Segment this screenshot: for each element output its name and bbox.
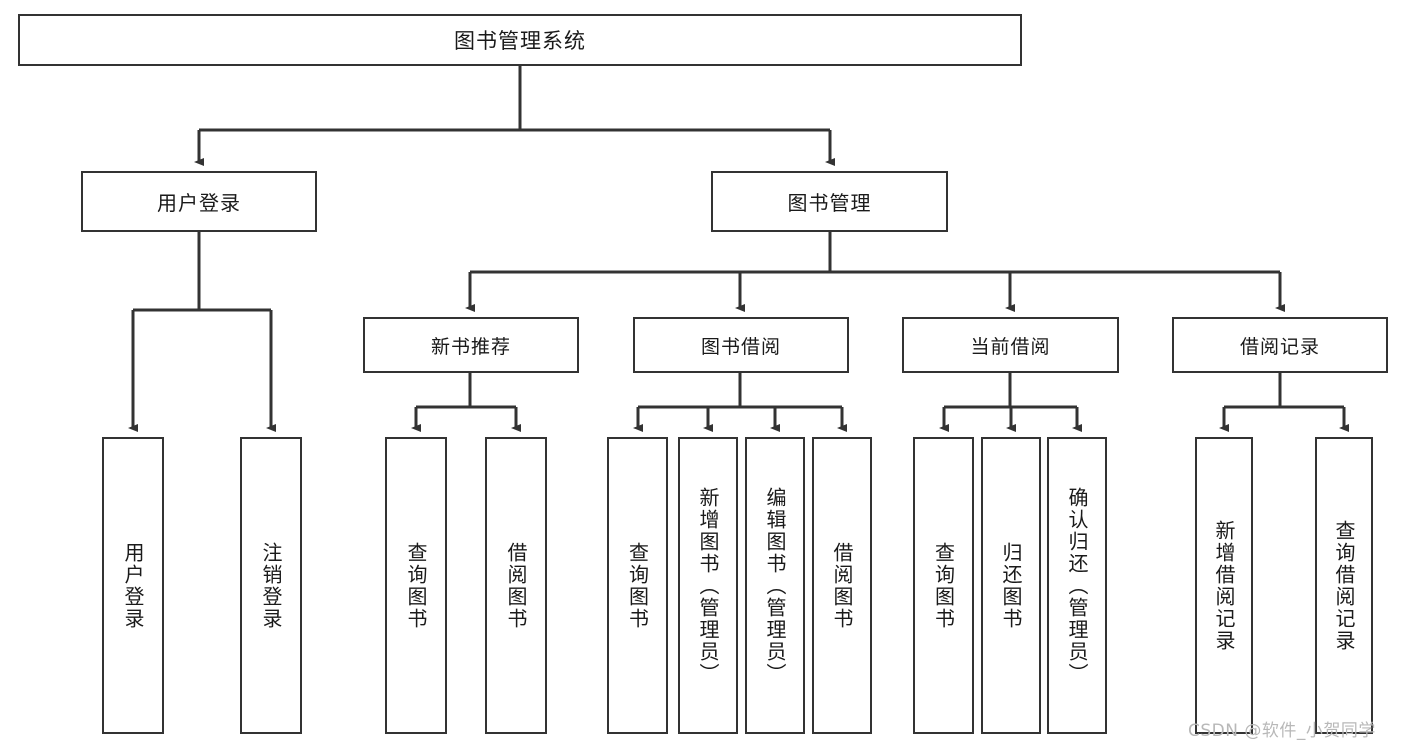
leaf-borrow-book-label: 借阅图书 (830, 541, 854, 630)
leaf-confirm-return-admin[interactable]: 确认归还（管理员） (1047, 437, 1107, 734)
leaf-query-book-current[interactable]: 查询图书 (913, 437, 974, 734)
leaf-query-book-borrow-label: 查询图书 (625, 541, 650, 630)
node-new-book-recommend[interactable]: 新书推荐 (363, 317, 579, 373)
node-book-management-label: 图书管理 (787, 191, 872, 215)
node-borrow-record[interactable]: 借阅记录 (1172, 317, 1388, 373)
leaf-borrow-book[interactable]: 借阅图书 (812, 437, 872, 734)
node-root[interactable]: 图书管理系统 (18, 14, 1022, 66)
node-new-book-recommend-label: 新书推荐 (430, 335, 511, 358)
node-book-borrow[interactable]: 图书借阅 (633, 317, 849, 373)
node-book-borrow-label: 图书借阅 (700, 335, 781, 358)
leaf-edit-book-admin[interactable]: 编辑图书（管理员） (745, 437, 805, 734)
leaf-logout-label: 注销登录 (259, 541, 283, 630)
leaf-query-book-recommend[interactable]: 查询图书 (385, 437, 447, 734)
leaf-query-borrow-record[interactable]: 查询借阅记录 (1315, 437, 1373, 734)
leaf-borrow-book-recommend-label: 借阅图书 (504, 541, 528, 630)
leaf-return-book-label: 归还图书 (999, 541, 1023, 630)
leaf-edit-book-admin-label: 编辑图书（管理员） (763, 486, 787, 685)
csdn-watermark: CSDN @软件_小贺同学 (1188, 721, 1376, 741)
leaf-user-login-label: 用户登录 (121, 541, 145, 630)
leaf-query-book-recommend-label: 查询图书 (404, 541, 428, 630)
leaf-add-book-admin[interactable]: 新增图书（管理员） (678, 437, 738, 734)
node-current-borrow-label: 当前借阅 (970, 335, 1051, 358)
leaf-add-book-admin-label: 新增图书（管理员） (696, 486, 720, 685)
node-book-management[interactable]: 图书管理 (711, 171, 948, 232)
leaf-query-book-borrow[interactable]: 查询图书 (607, 437, 668, 734)
node-root-label: 图书管理系统 (454, 29, 586, 53)
node-user-login-label: 用户登录 (157, 191, 241, 215)
leaf-logout[interactable]: 注销登录 (240, 437, 302, 734)
leaf-return-book[interactable]: 归还图书 (981, 437, 1041, 734)
leaf-borrow-book-recommend[interactable]: 借阅图书 (485, 437, 547, 734)
leaf-query-borrow-record-label: 查询借阅记录 (1332, 519, 1356, 652)
leaf-add-borrow-record[interactable]: 新增借阅记录 (1195, 437, 1253, 734)
node-user-login[interactable]: 用户登录 (81, 171, 317, 232)
leaf-confirm-return-admin-label: 确认归还（管理员） (1065, 486, 1089, 685)
leaf-query-book-current-label: 查询图书 (931, 541, 956, 630)
leaf-add-borrow-record-label: 新增借阅记录 (1212, 519, 1236, 652)
node-current-borrow[interactable]: 当前借阅 (902, 317, 1119, 373)
node-borrow-record-label: 借阅记录 (1239, 335, 1320, 358)
leaf-user-login[interactable]: 用户登录 (102, 437, 164, 734)
